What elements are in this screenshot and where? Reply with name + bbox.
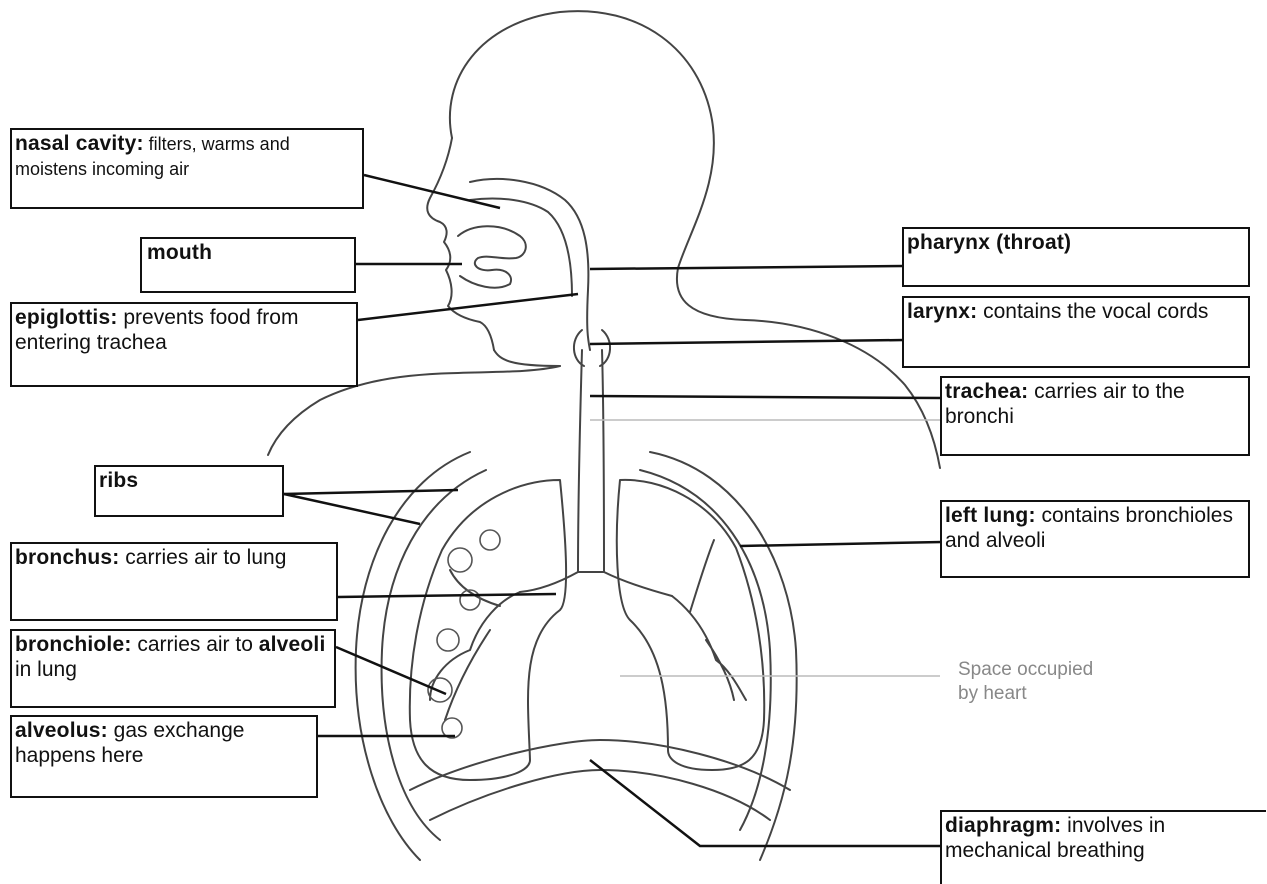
leader-left-lung [740, 542, 942, 546]
alveolus-label: alveolus: gas exchange happens here [10, 715, 318, 798]
leader-bronchus [338, 594, 556, 597]
trachea-label: trachea: carries air to the bronchi [940, 376, 1250, 456]
leader-larynx [590, 340, 904, 344]
trachea-left-wall [578, 350, 582, 572]
mouth-label: mouth [140, 237, 356, 293]
heart-space-note: Space occupied by heart [958, 658, 1108, 706]
leader-pharynx [590, 266, 904, 269]
bronchiole-branches-left [430, 570, 520, 720]
neck-front [494, 350, 560, 366]
bronchus-label: bronchus: carries air to lung [10, 542, 338, 621]
left-lung-outline [617, 480, 764, 770]
larynx-label: larynx: contains the vocal cords [902, 296, 1250, 368]
trachea-right-wall [602, 350, 604, 572]
epiglottis-label: epiglottis: prevents food from entering … [10, 302, 358, 387]
leader-ribs-1 [284, 490, 458, 494]
face-profile [427, 138, 494, 350]
rib-arc-right-outer [650, 452, 797, 860]
bronchiole-label: bronchiole: carries air to alveoli in lu… [10, 629, 336, 708]
pharynx-label: pharynx (throat) [902, 227, 1250, 287]
diaphragm-curve [410, 740, 790, 790]
mouth-shape [458, 226, 526, 287]
ribs-label: ribs [94, 465, 284, 517]
leader-epiglottis [358, 294, 578, 320]
nasal-cavity-label: nasal cavity: filters, warms and moisten… [10, 128, 364, 209]
bronchi [520, 572, 672, 596]
leader-trachea [590, 396, 942, 398]
diaphragm-label: diaphragm: involves in mechanical breath… [940, 810, 1266, 884]
left-lung-label: left lung: contains bronchioles and alve… [940, 500, 1250, 578]
leader-bronchiole [336, 647, 446, 694]
